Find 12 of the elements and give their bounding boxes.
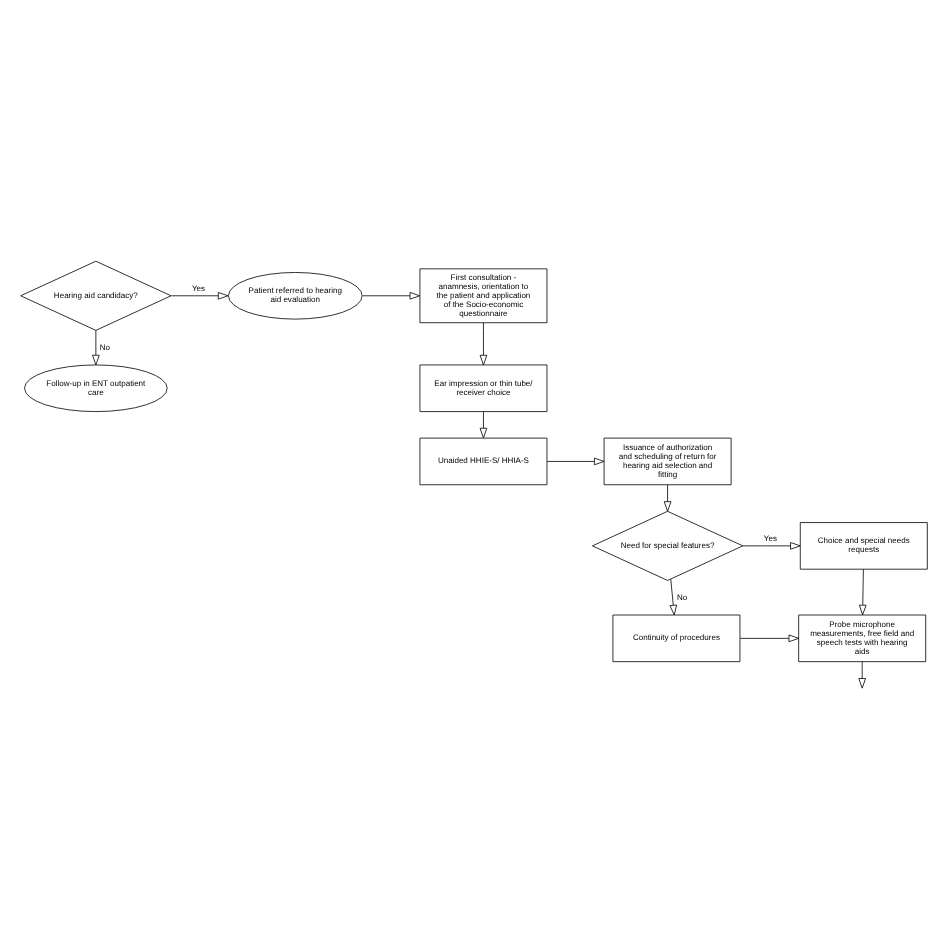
arrow: [859, 567, 867, 615]
arrow: [362, 291, 421, 299]
arrow: [739, 633, 799, 642]
arrow: [479, 410, 488, 438]
arrow: [479, 321, 488, 365]
arrow: [858, 660, 866, 688]
arrow: [742, 541, 801, 549]
arrow: [170, 291, 229, 299]
arrow: [663, 483, 672, 511]
arrow: [546, 456, 605, 465]
arrow: [92, 329, 100, 365]
arrow: [669, 577, 678, 615]
